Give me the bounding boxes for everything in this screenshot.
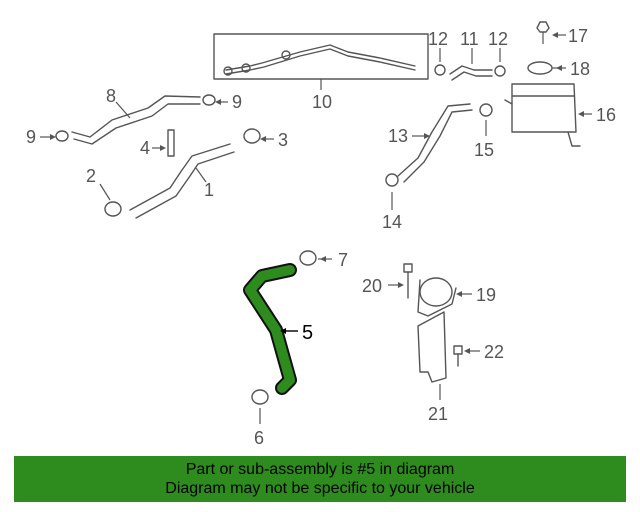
callout-4: 4	[140, 138, 150, 158]
callout-11: 11	[460, 29, 479, 49]
part-2-clamp	[99, 183, 122, 217]
callout-22: 22	[484, 342, 504, 362]
part-20-bolt	[388, 263, 413, 299]
part-19-pump	[417, 277, 472, 317]
part-17-bolt	[536, 21, 566, 44]
callout-9-right: 9	[232, 92, 242, 112]
part-1-hose	[129, 143, 235, 219]
callout-9-left: 9	[26, 127, 36, 147]
part-12-clamp-right	[494, 48, 506, 77]
part-9-clamp-right	[202, 94, 228, 106]
callout-19: 19	[476, 285, 496, 305]
part-13-hose	[397, 103, 473, 183]
callout-2: 2	[86, 166, 96, 186]
callout-7: 7	[338, 250, 348, 270]
callout-18: 18	[570, 59, 590, 79]
part-15-clamp	[479, 103, 493, 136]
callout-10: 10	[312, 92, 332, 112]
callout-17: 17	[568, 26, 588, 46]
part-12-clamp-left	[434, 48, 446, 76]
parts-diagram: 10 8 9 9 1 4 3 2	[26, 21, 616, 448]
info-banner: Part or sub-assembly is #5 in diagram Di…	[14, 456, 626, 502]
part-6-clamp	[251, 389, 269, 424]
part-10-hose-kit	[213, 33, 429, 90]
part-5-hose	[243, 263, 298, 395]
callout-5: 5	[302, 322, 313, 344]
callout-14: 14	[382, 212, 402, 232]
part-11-hose	[449, 48, 493, 81]
banner-line-2: Diagram may not be specific to your vehi…	[165, 480, 475, 497]
part-21-bracket	[417, 311, 447, 400]
part-8-hose	[71, 95, 201, 145]
part-14-clamp	[385, 173, 399, 210]
callout-8: 8	[106, 86, 116, 106]
part-7-clamp	[299, 250, 332, 266]
callout-12-left: 12	[428, 29, 448, 49]
part-9-clamp-left	[40, 130, 69, 142]
callout-15: 15	[474, 140, 494, 160]
callout-1: 1	[204, 180, 214, 200]
callout-16: 16	[596, 105, 616, 125]
banner-line-1: Part or sub-assembly is #5 in diagram	[185, 461, 455, 478]
callout-21: 21	[428, 404, 448, 424]
part-22-bolt	[453, 345, 480, 367]
callout-6: 6	[254, 428, 264, 448]
part-3-clamp	[243, 128, 274, 144]
callout-12-right: 12	[488, 29, 508, 49]
callout-20: 20	[362, 276, 382, 296]
callout-13: 13	[388, 126, 408, 146]
callout-3: 3	[278, 130, 288, 150]
part-4-bolt	[152, 129, 175, 157]
part-18-cap	[527, 61, 566, 75]
part-16-reservoir	[504, 83, 592, 147]
